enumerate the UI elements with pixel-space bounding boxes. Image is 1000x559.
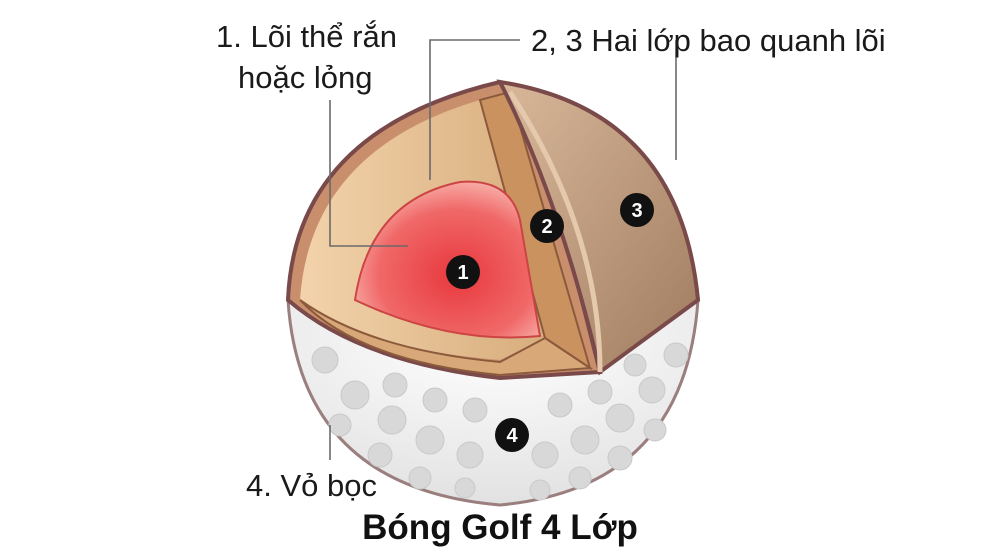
core-layer xyxy=(353,180,542,339)
mantle-label: 2, 3 Hai lớp bao quanh lõi xyxy=(531,23,886,58)
leader-lines xyxy=(329,39,677,460)
layer2-leader-line xyxy=(429,39,520,180)
ball-outline xyxy=(286,80,700,301)
diagram-title: Bóng Golf 4 Lớp xyxy=(362,508,638,547)
marker-4-label: 4 xyxy=(506,425,518,447)
layer2-bottom-face xyxy=(299,299,593,377)
marker-1: 1 xyxy=(446,255,480,289)
cover-dimples xyxy=(311,342,689,501)
core-label-line2: hoặc lỏng xyxy=(238,60,373,95)
core-leader-line xyxy=(329,100,408,247)
marker-3: 3 xyxy=(620,193,654,227)
marker-3-label: 3 xyxy=(631,200,642,222)
marker-2-label: 2 xyxy=(541,216,552,238)
core-label-line1: 1. Lõi thể rắn xyxy=(216,19,397,54)
marker-2: 2 xyxy=(530,209,564,243)
cover-label: 4. Vỏ bọc xyxy=(246,468,377,503)
layer3-edge-highlight xyxy=(507,90,603,373)
marker-1-label: 1 xyxy=(457,262,468,284)
marker-4: 4 xyxy=(495,418,529,452)
